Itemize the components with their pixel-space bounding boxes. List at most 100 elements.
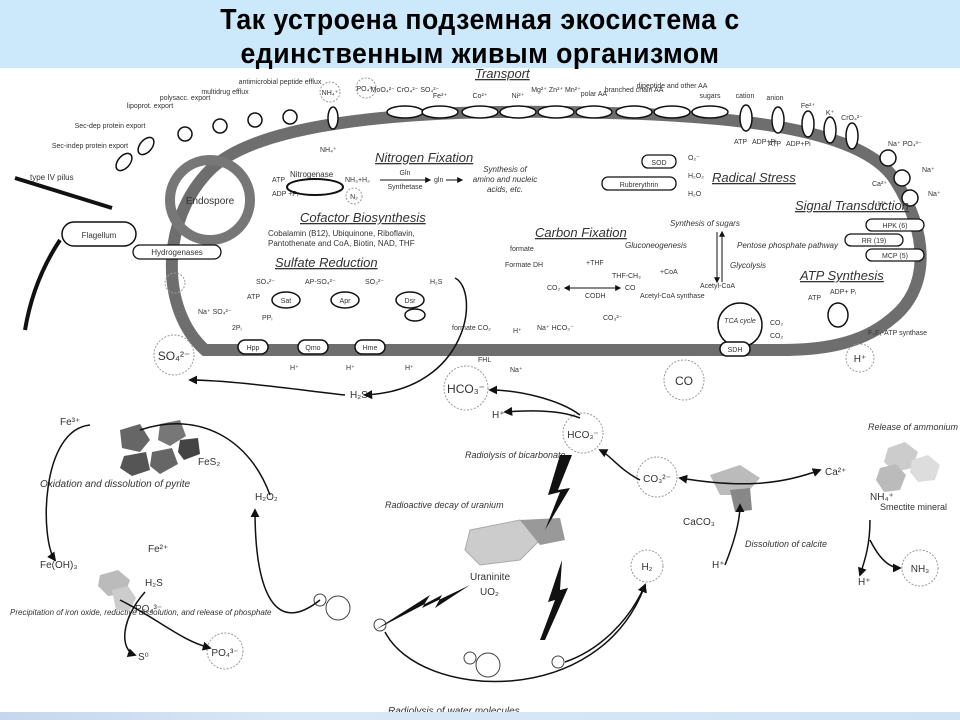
co2-label: CO₂ <box>547 285 561 292</box>
importer-label: Co²⁺ <box>473 93 488 100</box>
iron-oxide-mineral <box>98 570 136 610</box>
signal-transduction-heading: Signal Transduction <box>795 198 909 213</box>
endospore: Endospore <box>165 155 255 245</box>
tca-cycle-label: TCA cycle <box>724 318 756 325</box>
svg-text:acids, etc.: acids, etc. <box>487 185 523 194</box>
calcite-formula-label: CaCO₃ <box>683 517 715 528</box>
fes2-label: FeS₂ <box>198 457 220 468</box>
slide-title-line-1: Так устроена подземная экосистема с <box>220 4 740 36</box>
channel-label: Fe²⁺ <box>801 103 816 110</box>
channels: cation anion Fe²⁺ K⁺ CrO₄²⁻ ATP ADP+Pi A… <box>734 93 863 150</box>
nitrogenase-label: Nitrogenase <box>290 170 334 179</box>
h2o-label: H₂O <box>688 191 702 198</box>
co2-out-label: CO₂ <box>770 333 784 340</box>
uraninite-label: Uraninite <box>470 572 510 583</box>
mcp-label: MCP (5) <box>882 253 908 260</box>
endospore-label: Endospore <box>186 196 235 207</box>
nh3-h2-label: NH₃+H₂ <box>345 177 370 184</box>
ammonium-ion-label: NH₄⁺ <box>870 492 894 503</box>
synthetase-label: Synthetase <box>387 184 422 191</box>
radiolysis-bicarbonate-label: Radiolysis of bicarbonate <box>465 450 566 460</box>
importer-label: polar AA <box>581 91 608 98</box>
adp-label: ADP+Pi <box>752 139 777 146</box>
importer-label: PO₄³⁻ <box>357 86 376 93</box>
channel-label: CrO₄²⁻ <box>841 115 863 122</box>
radiolysis-water-label: Radiolysis of water molecules <box>388 706 520 717</box>
glycolysis-label: Glycolysis <box>730 261 766 270</box>
gluconeogenesis-label: Gluconeogenesis <box>625 241 687 250</box>
exporter-label: Sec-indep protein export <box>52 143 128 150</box>
atp-label: ATP <box>768 141 781 148</box>
h2o2-label: H₂O₂ <box>688 173 704 180</box>
hydrogenases: Hydrogenases <box>132 244 222 294</box>
membrane-enzyme-label: Hme <box>363 345 378 352</box>
thf-label: +THF <box>586 260 604 267</box>
pentose-phosphate-label: Pentose phosphate pathway <box>737 241 839 250</box>
sulfate-label: SO₄²⁻ <box>158 349 191 363</box>
h-nh-label: H⁺ <box>858 577 871 588</box>
h-label: H⁺ <box>513 328 522 335</box>
h2s-lower-label: H₂S <box>145 578 163 589</box>
importer-label: Mg²⁺ Zn²⁺ Mn²⁺ <box>531 87 581 94</box>
exporter-label: lipoprot. export <box>127 103 173 110</box>
bicarbonate-center-label: HCO₃⁻ <box>567 430 599 441</box>
precipitation-label: Precipitation of iron oxide, reductive d… <box>10 608 272 617</box>
membrane-enzyme-label: Hpp <box>247 345 260 352</box>
calcite-crystal <box>710 465 760 512</box>
proton-label: H⁺ <box>405 365 414 372</box>
formate-co2-label: formate CO₂ <box>452 325 491 332</box>
flagellum: Flagellum <box>23 221 137 331</box>
hydrogen-label: H₂ <box>641 562 652 573</box>
h-plus-label: H⁺ <box>492 410 505 421</box>
adp-label: ADP +Pᵢ <box>272 191 298 198</box>
bottom-band <box>0 712 960 720</box>
channel-label: cation <box>736 93 755 100</box>
atp-label: ATP <box>808 295 821 302</box>
transport-heading: Transport <box>475 66 531 81</box>
acetyl-coa-label: Acetyl-CoA <box>700 283 735 290</box>
calcium-label: Ca²⁺ <box>825 467 846 478</box>
codh-label: CODH <box>585 293 606 300</box>
carbon-fixation: Carbon Fixation formate Formate DH +THF … <box>452 225 735 374</box>
phosphate-circle-label: PO₄³⁻ <box>211 648 238 659</box>
formate-label: formate <box>510 246 534 253</box>
svg-text:Synthesis of: Synthesis of <box>483 165 527 174</box>
pyrite-label: Oxidation and dissolution of pyrite <box>40 479 191 490</box>
nh4-inside-label: NH₄⁺ <box>320 147 337 154</box>
species-label: SO₃²⁻ <box>365 279 384 286</box>
importer-label: NH₄⁺ <box>322 90 339 97</box>
radiation-bolts <box>375 455 572 640</box>
uraninite-crystal <box>464 518 565 566</box>
channel-label: anion <box>766 95 783 102</box>
carbonate-label: CO₃²⁻ <box>643 474 671 485</box>
species-label: H₂S <box>430 279 443 286</box>
synthesis-of-sugars-label: Synthesis of sugars <box>670 219 740 228</box>
sulfate-reduction-heading: Sulfate Reduction <box>275 255 378 270</box>
atp-label: ATP <box>734 139 747 146</box>
n2-label: N₂ <box>350 194 358 201</box>
fe3-label: Fe³⁺ <box>60 417 80 428</box>
thf-ch3-label: THF-CH₃ <box>612 273 641 280</box>
exporter-label: multidrug efflux <box>201 89 249 96</box>
exporter-proteins <box>115 109 298 172</box>
na-label: Na⁺ <box>510 367 523 374</box>
cofactor-heading: Cofactor Biosynthesis <box>300 210 426 225</box>
calcite-dissolution-label: Dissolution of calcite <box>745 539 827 549</box>
species-label: SO₄²⁻ <box>256 279 275 286</box>
svg-text:amino and nucleic: amino and nucleic <box>473 175 537 184</box>
co-outer-label: CO <box>675 374 693 388</box>
antiporter-label: Na⁺ PO₄³⁻ <box>888 141 922 148</box>
rubrerythrin-label: Rubrerythrin <box>620 182 659 189</box>
pyrite-crystals <box>120 420 200 476</box>
radical-stress: SOD Rubrerythrin O₂⁻ H₂O₂ H₂O Radical St… <box>601 154 796 198</box>
signal-transduction: Signal Transduction HPK (6) RR (19) MCP … <box>795 198 925 262</box>
atp-synthase-label: F₀F₁-ATP synthase <box>868 330 927 337</box>
nitrogen-fixation: Nitrogen Fixation Nitrogenase ATP ADP +P… <box>272 150 537 205</box>
environment: SO₄²⁻ HCO₃⁻ CO H₂S Fe³⁺ FeS₂ Oxidation a… <box>10 334 959 717</box>
hpk-label: HPK (6) <box>883 223 908 230</box>
importer-label: branched chain AA <box>605 87 664 94</box>
atp-synthesis: ATP Synthesis ATP ADP+ Pᵢ F₀F₁-ATP synth… <box>799 268 927 373</box>
enzyme-label: Dsr <box>405 298 417 305</box>
acetyl-coa-synthase-label: Acetyl-CoA synthase <box>640 293 705 300</box>
